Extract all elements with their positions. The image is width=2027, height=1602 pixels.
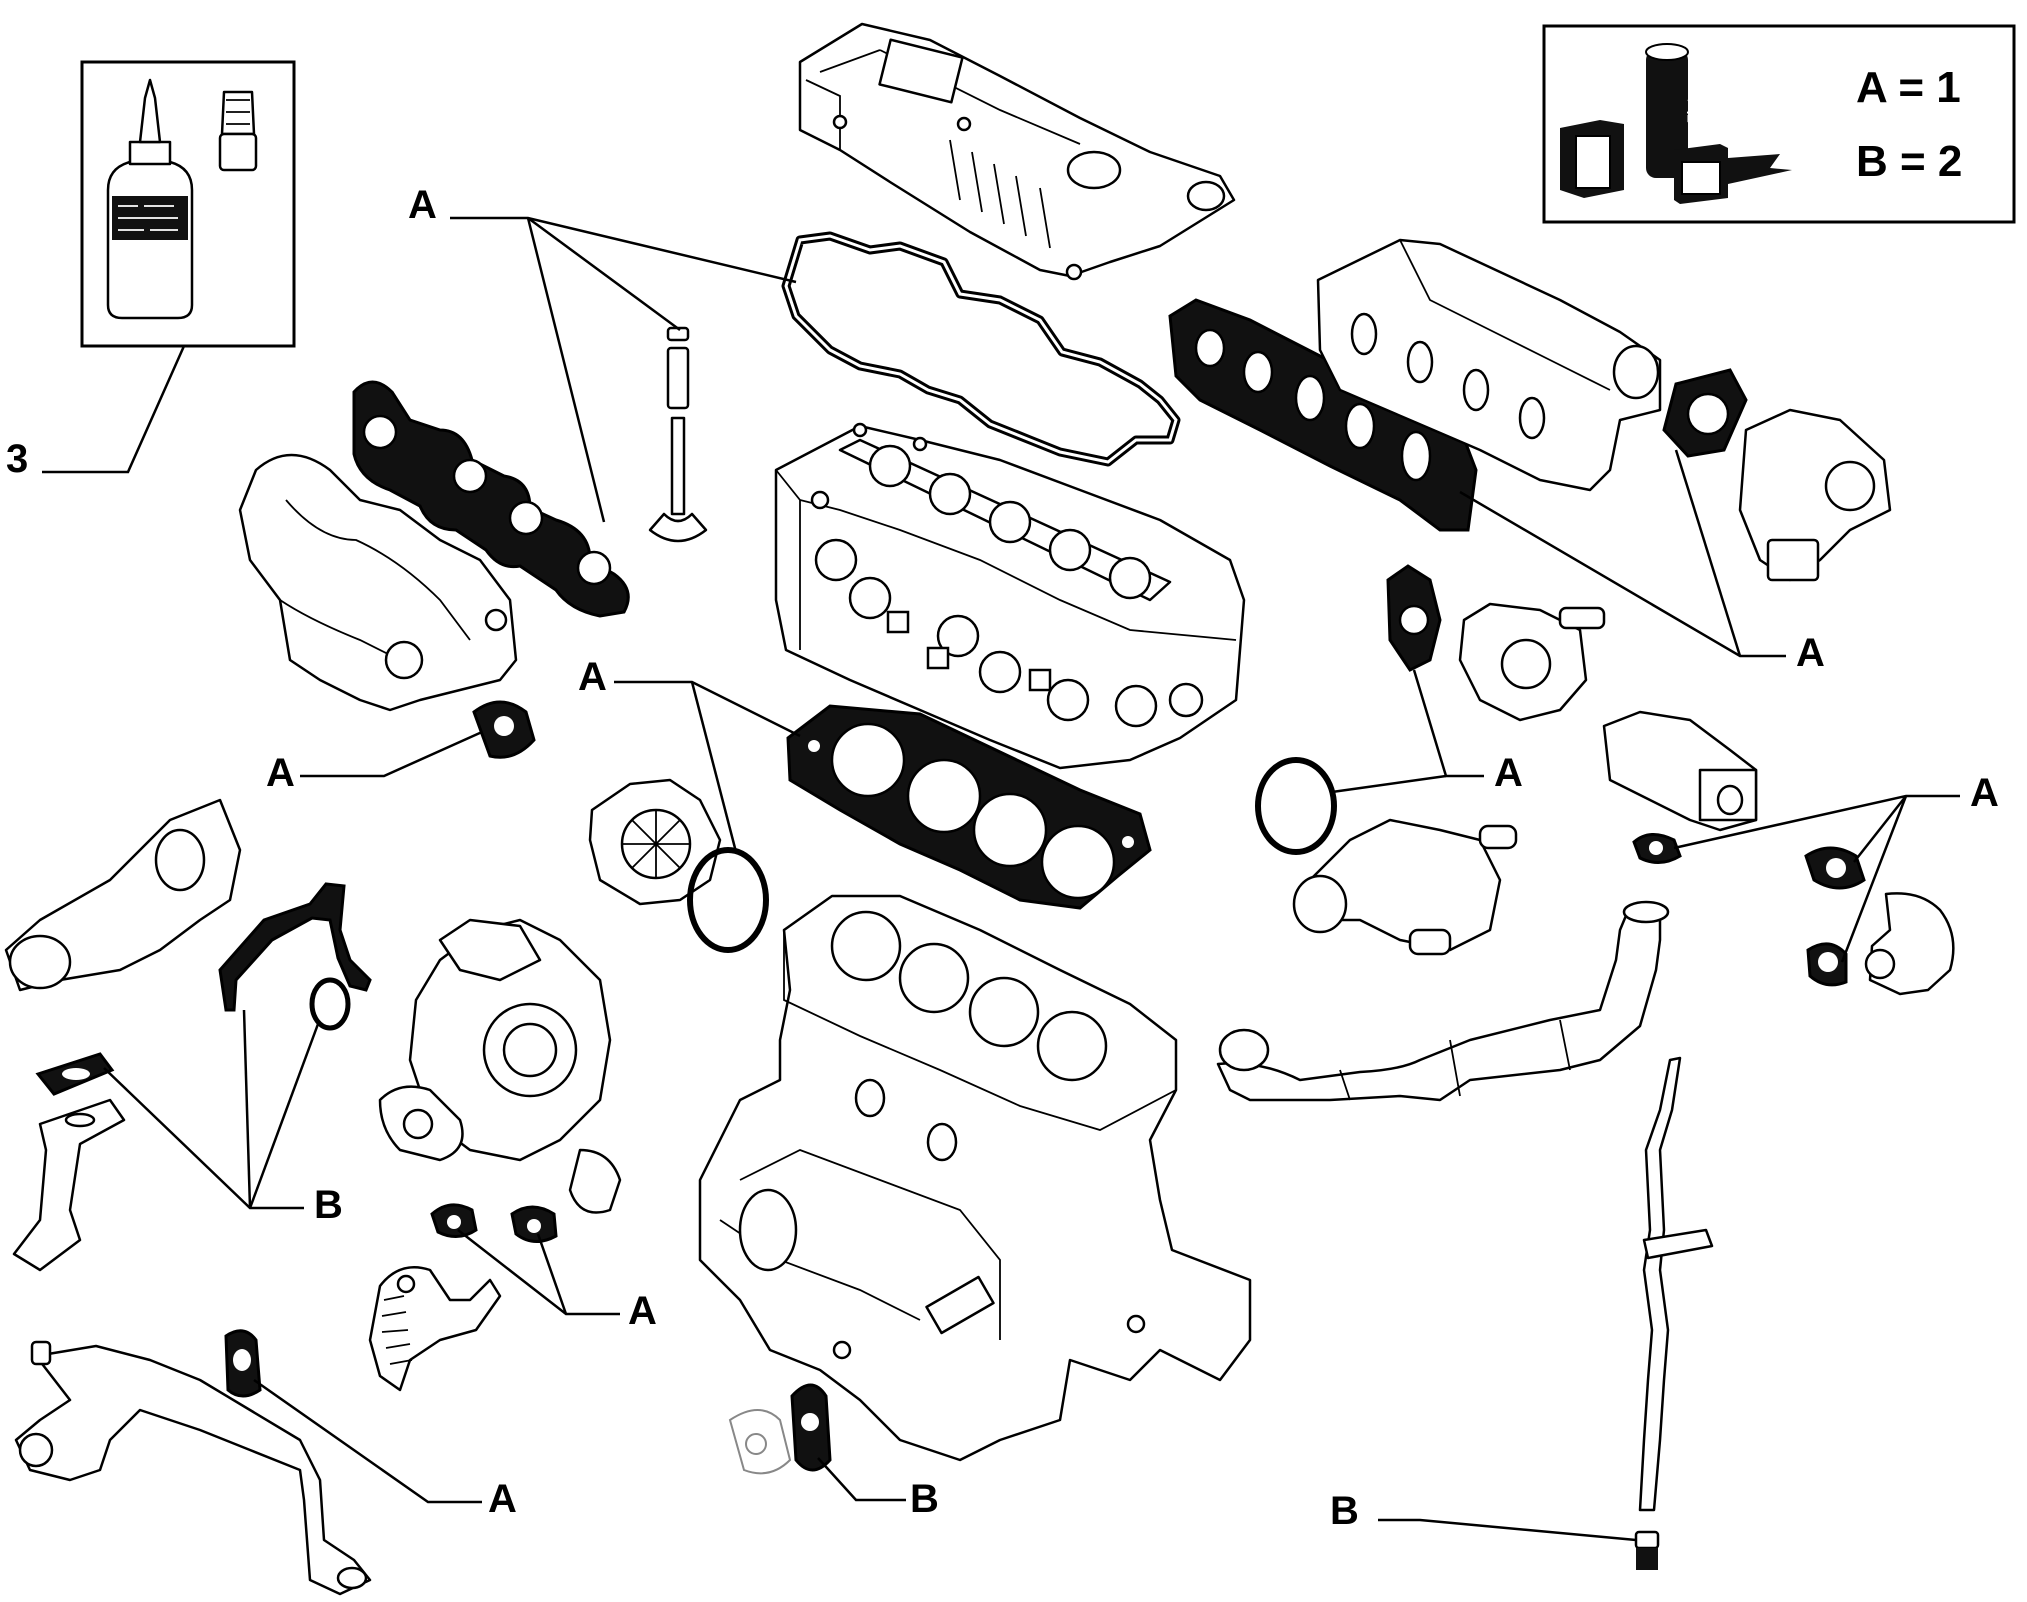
callout-labels: A A A A A A B A A B B [266, 183, 1999, 1533]
callout-dipstick: B [1330, 1489, 1359, 1533]
thermostat-oring [1255, 757, 1337, 855]
leader-lines [103, 216, 1960, 1542]
legend-line-b: B = 2 [1856, 137, 1962, 186]
water-pipe-gasket [224, 1329, 262, 1398]
turbo-oil-return-pipe [368, 1266, 502, 1392]
egr-valve-part [1602, 710, 1758, 832]
exhaust-manifold-gasket [352, 380, 630, 618]
oil-pump-part [4, 798, 242, 992]
oil-strainer-gasket [35, 1052, 115, 1096]
engine-block-part [698, 894, 1252, 1462]
block-plug-part [728, 1409, 792, 1475]
bottle-cap-icon [218, 90, 258, 172]
egr-elbow-pipe [1864, 892, 1955, 996]
turbo-gasket-1 [430, 1203, 478, 1238]
throttle-body-part [1738, 408, 1892, 582]
water-pump-part [588, 778, 722, 906]
callout-egr: A [1970, 771, 1999, 815]
callout-intake: A [1796, 631, 1825, 675]
timing-cover-gasket [218, 882, 372, 1012]
turbocharger-part [378, 918, 622, 1214]
turbo-gasket-2 [510, 1205, 558, 1243]
throttle-gasket [1662, 368, 1748, 458]
dipstick-plug [1634, 1530, 1660, 1570]
egr-gasket-3 [1806, 942, 1848, 987]
oil-seal-ring [309, 977, 351, 1031]
legend-box: Fiat A = 1 B = 2 [1542, 24, 2016, 224]
fiat-product-icon: Fiat [1560, 43, 1792, 204]
exhaust-flange-gasket [472, 700, 536, 759]
dipstick-tube-part [1638, 1056, 1714, 1512]
callout-turbo: A [628, 1289, 657, 1333]
cylinder-head-part [774, 422, 1246, 770]
sealant-product-box [80, 60, 296, 348]
thermostat-housing-part [1292, 818, 1518, 956]
water-pipe-part [14, 1340, 372, 1596]
legend-line-a: A = 1 [1856, 63, 1961, 112]
water-pump-oring [687, 847, 769, 953]
egr-gasket-1 [1632, 833, 1682, 864]
vacuum-pump-gasket [1386, 564, 1442, 672]
ref-label-3: 3 [6, 437, 28, 481]
sealant-bottle-icon [106, 78, 194, 320]
exhaust-manifold-part [238, 453, 518, 712]
vacuum-pump-part [1458, 602, 1606, 722]
callout-block-plug: B [910, 1477, 939, 1521]
callout-water-pipe: A [488, 1477, 517, 1521]
intake-manifold-part [1316, 238, 1662, 492]
callout-head-gasket: A [578, 655, 607, 699]
egr-cooler-pipe [1216, 900, 1670, 1102]
callout-exhaust-flange: A [266, 751, 295, 795]
intake-manifold-gasket [1168, 298, 1478, 532]
block-plug-gasket [790, 1383, 832, 1472]
fiat-brand-text: Fiat [1684, 98, 1700, 123]
egr-gasket-2 [1804, 846, 1866, 890]
valve-cover-part [798, 22, 1236, 281]
callout-thermostat: A [1494, 751, 1523, 795]
oil-strainer-part [12, 1098, 126, 1272]
callout-oil-pump: B [314, 1183, 343, 1227]
valve-part [648, 326, 708, 543]
valve-cover-gasket [781, 231, 1181, 467]
cylinder-head-gasket [786, 704, 1152, 910]
callout-valve-cover: A [408, 183, 437, 227]
